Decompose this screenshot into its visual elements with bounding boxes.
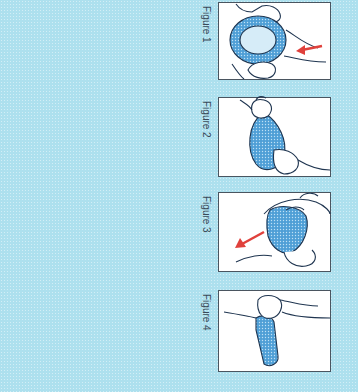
figure-4-drawing	[224, 296, 330, 366]
figure-label: Figure 2	[200, 101, 212, 138]
figure-label: Figure 4	[200, 294, 212, 331]
arrow-head	[235, 238, 246, 248]
figure-3-drawing	[236, 193, 330, 266]
figure-panel: Figure 2	[218, 97, 331, 177]
direction-arrow	[302, 46, 322, 50]
figure-panel: Figure 3	[218, 192, 331, 272]
figure-panel: Figure 1	[218, 2, 331, 80]
figure-panel: Figure 4	[218, 290, 331, 372]
figure-2-drawing	[240, 97, 330, 174]
figure-1-drawing	[230, 4, 326, 79]
figure-label: Figure 3	[200, 196, 212, 233]
arrow-head	[296, 45, 305, 55]
direction-arrow	[242, 232, 264, 244]
figure-label: Figure 1	[200, 6, 212, 43]
